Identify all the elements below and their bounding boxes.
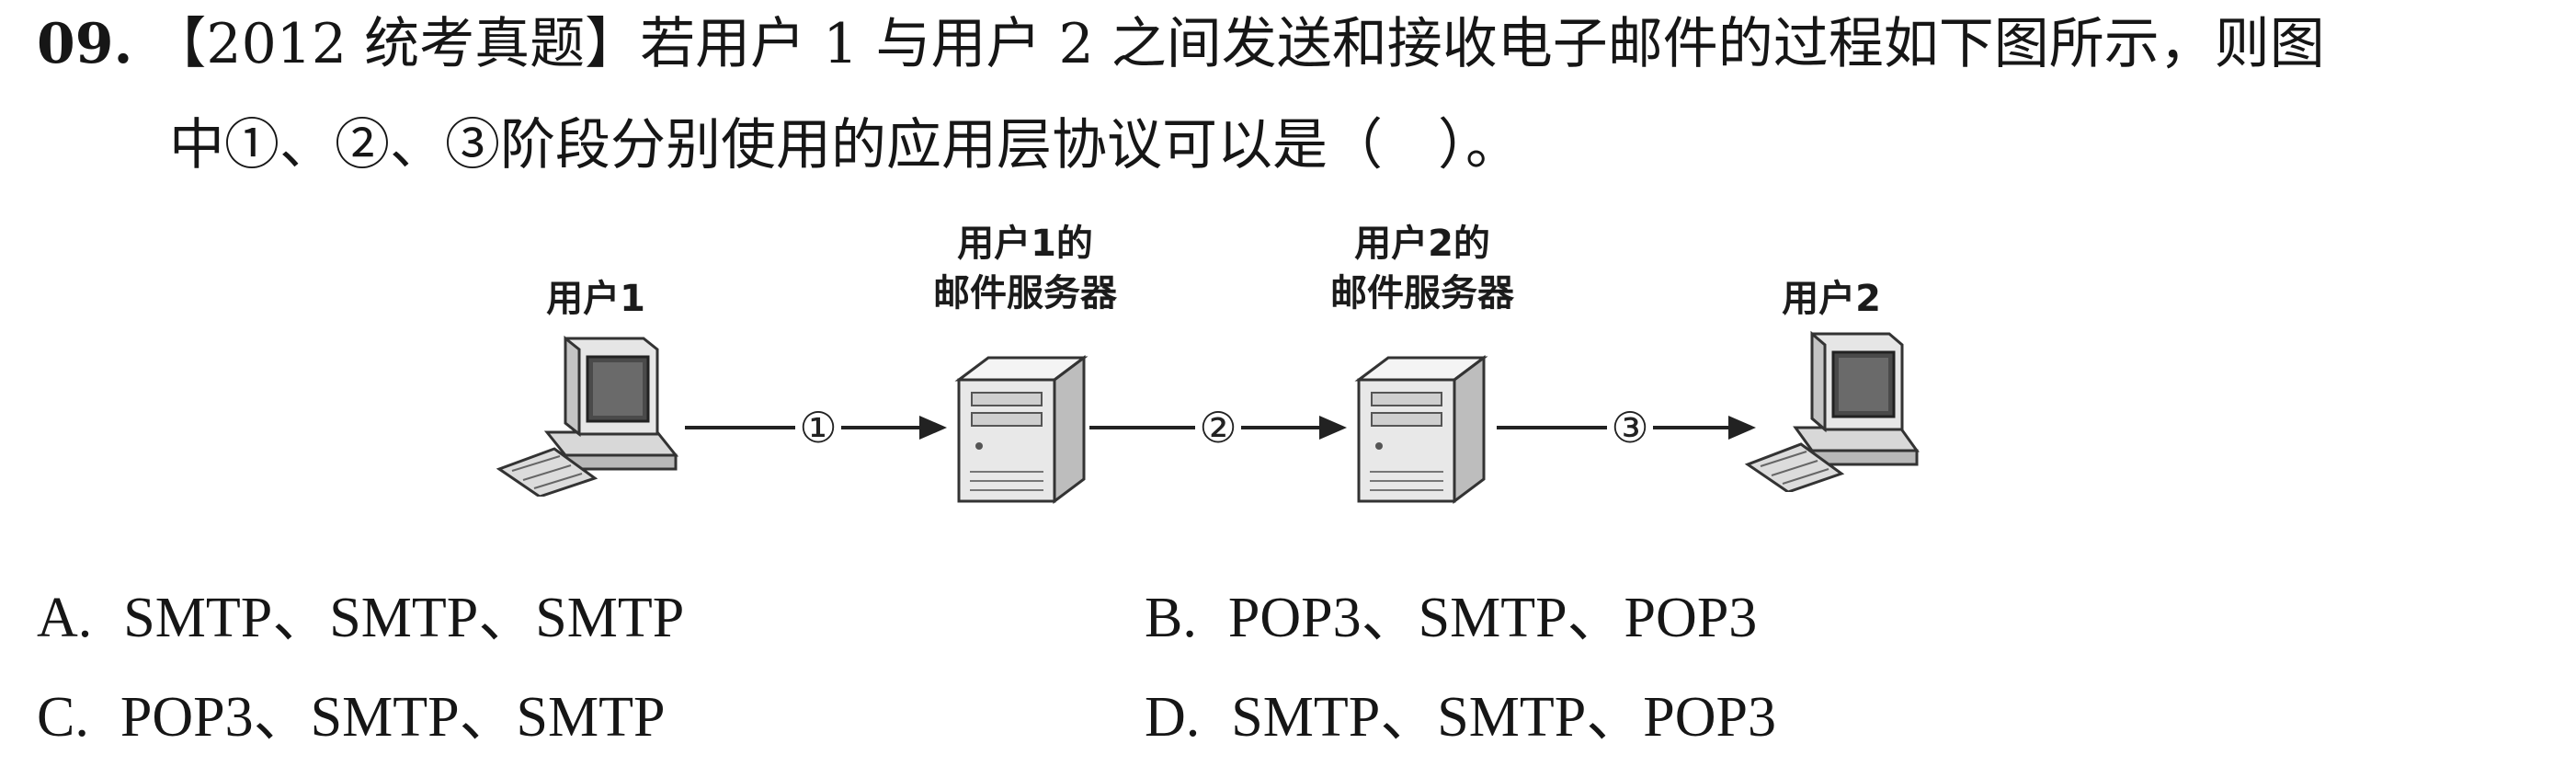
option-d-letter: D.	[1145, 686, 1201, 749]
computer-icon	[1744, 330, 1920, 494]
server1-label-line1: 用户1的	[957, 223, 1093, 265]
computer-icon	[496, 335, 679, 498]
option-c-text: POP3、SMTP、SMTP	[120, 686, 666, 749]
server-icon	[1354, 355, 1488, 504]
step-1-marker: ①	[795, 405, 841, 451]
option-a-letter: A.	[37, 587, 93, 649]
step-3-marker: ③	[1607, 405, 1653, 451]
user2-label: 用户2	[1739, 274, 1923, 324]
server-icon	[954, 355, 1089, 504]
question-line-2: 中①、②、③阶段分别使用的应用层协议可以是（ ）。	[169, 109, 1521, 182]
server2	[1351, 354, 1489, 509]
server1-label: 用户1的 邮件服务器	[896, 219, 1154, 318]
option-a-text: SMTP、SMTP、SMTP	[123, 587, 685, 649]
option-b-text: POP3、SMTP、POP3	[1227, 587, 1758, 649]
question-text-line-2: 中①、②、③阶段分别使用的应用层协议可以是（ ）。	[169, 113, 1521, 177]
option-d-text: SMTP、SMTP、POP3	[1231, 686, 1776, 749]
user2-computer	[1742, 326, 1926, 496]
server2-label-line2: 邮件服务器	[1330, 272, 1514, 315]
user2-label-text: 用户2	[1782, 278, 1881, 320]
server2-label-line1: 用户2的	[1354, 223, 1490, 265]
arrow-step-2: ②	[1089, 405, 1347, 451]
option-a[interactable]: A. SMTP、SMTP、SMTP	[37, 581, 684, 655]
arrow-head-icon	[919, 416, 947, 440]
server2-label: 用户2的 邮件服务器	[1294, 219, 1551, 318]
step-2-marker: ②	[1195, 405, 1241, 451]
server1-label-line2: 邮件服务器	[933, 272, 1117, 315]
server1	[952, 354, 1089, 509]
option-c-letter: C.	[37, 686, 89, 749]
option-b-letter: B.	[1145, 587, 1197, 649]
user1-label-text: 用户1	[546, 278, 645, 320]
question-source: 【2012 统考真题】	[151, 12, 641, 76]
arrow-step-3: ③	[1497, 405, 1756, 451]
user1-label: 用户1	[504, 274, 688, 324]
user1-computer	[492, 331, 685, 500]
question-line-1: 09. 【2012 统考真题】若用户 1 与用户 2 之间发送和接收电子邮件的过程…	[37, 7, 2325, 81]
question-text-line-1: 若用户 1 与用户 2 之间发送和接收电子邮件的过程如下图所示，则图	[640, 12, 2325, 76]
option-c[interactable]: C. POP3、SMTP、SMTP	[37, 681, 666, 754]
arrow-head-icon	[1728, 416, 1756, 440]
arrow-head-icon	[1319, 416, 1347, 440]
option-b[interactable]: B. POP3、SMTP、POP3	[1145, 581, 1757, 655]
question-number: 09.	[37, 12, 133, 76]
option-d[interactable]: D. SMTP、SMTP、POP3	[1145, 681, 1776, 754]
arrow-step-1: ①	[685, 405, 947, 451]
